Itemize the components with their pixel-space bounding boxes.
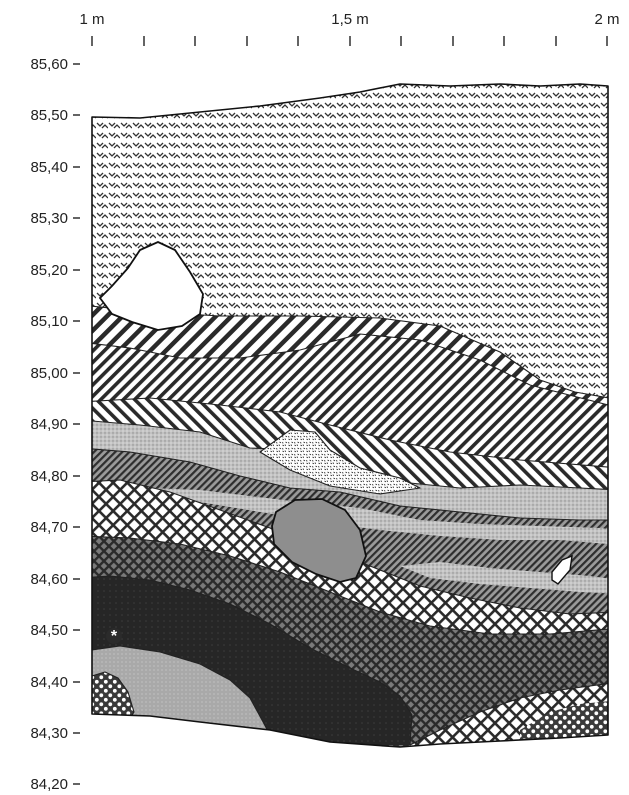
profile-layers	[92, 84, 608, 747]
elevation-axis: 85,60 85,50 85,40 85,30 85,20 85,10 85,0…	[30, 56, 80, 793]
find-marker: *	[106, 628, 122, 645]
y-label: 85,20	[30, 262, 68, 279]
stone-white-large	[98, 241, 204, 331]
y-label: 84,70	[30, 519, 68, 536]
layer-pebbles	[92, 672, 134, 722]
y-label: 84,90	[30, 416, 68, 433]
layer-grey-lens	[150, 488, 608, 545]
x-label-1m: 1 m	[79, 11, 104, 28]
y-label: 84,40	[30, 674, 68, 691]
y-label: 84,50	[30, 622, 68, 639]
layer-speckled-lens	[260, 430, 420, 494]
y-label: 84,20	[30, 776, 68, 793]
y-label: 85,10	[30, 313, 68, 330]
y-label: 85,00	[30, 365, 68, 382]
y-label: 85,50	[30, 107, 68, 124]
x-label-1-5m: 1,5 m	[331, 11, 369, 28]
stone-white-small	[551, 554, 573, 585]
y-label: 85,30	[30, 210, 68, 227]
profile-outline	[91, 83, 609, 748]
y-label: 85,40	[30, 159, 68, 176]
y-label: 85,60	[30, 56, 68, 73]
layer-streak-lens	[400, 562, 608, 594]
horizontal-axis: 1 m 1,5 m 2 m	[79, 11, 620, 46]
y-label: 84,60	[30, 571, 68, 588]
y-label: 84,80	[30, 468, 68, 485]
x-label-2m: 2 m	[594, 11, 619, 28]
find-marker-symbol: *	[111, 628, 118, 645]
stone-grey	[271, 498, 367, 583]
layer-light-lower	[92, 646, 270, 735]
y-label: 84,30	[30, 725, 68, 742]
